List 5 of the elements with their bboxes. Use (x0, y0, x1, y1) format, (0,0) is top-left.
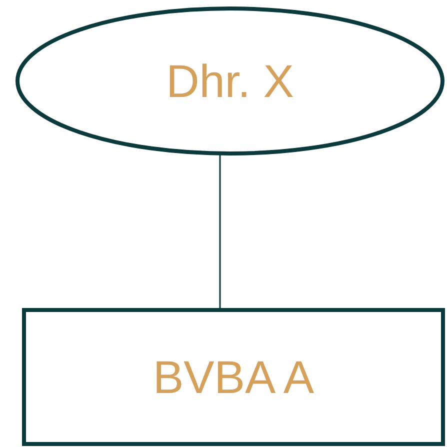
connector-line (219, 154, 221, 308)
person-ellipse (15, 6, 445, 156)
node-label: BVBA A (152, 350, 314, 404)
node-label: Dhr. X (166, 54, 294, 108)
company-box (22, 308, 445, 446)
